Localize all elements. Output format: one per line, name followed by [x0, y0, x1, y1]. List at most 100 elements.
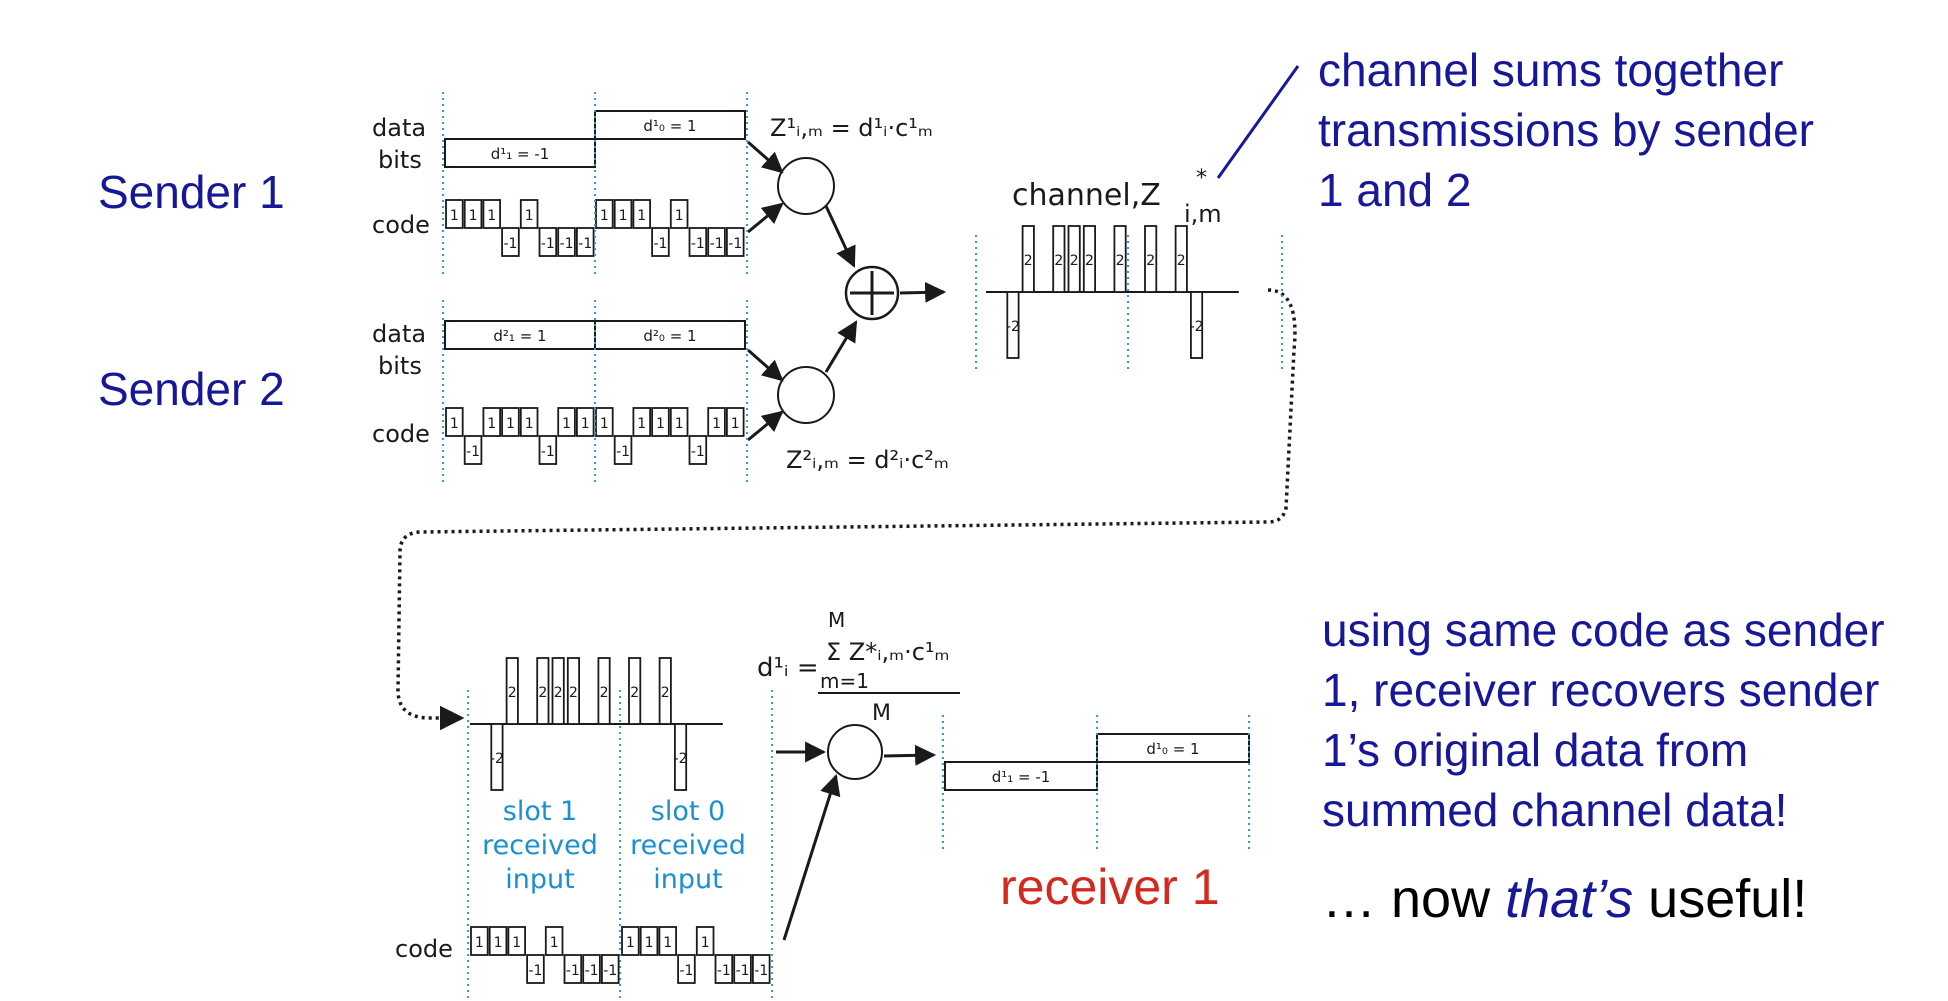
sender1-code-slot0-chip-label: 1 — [637, 208, 646, 224]
sender2-code-slot0-chip — [726, 407, 745, 437]
useful-pre: … now — [1322, 869, 1506, 929]
receiver-note-line: summed channel data! — [1322, 784, 1788, 836]
sender2-code-slot0-chip-label: 1 — [675, 416, 684, 432]
sum-lower: m=1 — [820, 669, 869, 693]
receiver-input-bar — [536, 657, 550, 725]
receiver-formula-num: Σ Z*ᵢ,ₘ·c¹ₘ — [826, 638, 950, 666]
sender2-code-slot0-chip — [632, 407, 652, 437]
sender1-code-slot1-chip — [538, 227, 558, 257]
sender2-code-slot1-chip-label: 1 — [525, 416, 534, 432]
receiver-out-bit0 — [1096, 733, 1250, 763]
arrow-code-2 — [747, 410, 784, 442]
data-label: data — [372, 320, 426, 348]
sender1-code-slot0-chip-label: -1 — [691, 236, 705, 252]
useful-post: useful! — [1633, 869, 1808, 929]
sender1-code-slot1-chip — [557, 227, 576, 257]
sender-1-product: Z¹ᵢ,ₘ = d¹ᵢ·c¹ₘ — [770, 114, 933, 142]
receiver-code-slot1-chip — [488, 926, 508, 956]
sender1-bit1-label: d¹₁ = -1 — [491, 145, 550, 163]
sender2-code-slot0-chip-label: 1 — [637, 416, 646, 432]
sender1-bit0 — [594, 110, 746, 140]
receiver-code-slot0-chip — [695, 926, 715, 956]
receiver-note-line: using same code as sender — [1322, 604, 1885, 656]
sender-1-label: Sender 1 — [98, 166, 285, 218]
sender2-code-slot1-chip-label: -1 — [466, 444, 480, 460]
receiver-label: receiver 1 — [1000, 859, 1220, 915]
sender2-code-slot1-chip-label: -1 — [541, 444, 555, 460]
receiver-input-bar — [505, 657, 519, 725]
arrow-to-channel — [899, 281, 947, 303]
receiver-code-slot0-chip — [752, 954, 771, 984]
receiver-code-slot1-chip-label: 1 — [512, 935, 521, 951]
channel-bar — [1190, 291, 1204, 359]
receiver-code-slot0-chip-label: -1 — [754, 963, 768, 979]
channel-sup: * — [1196, 166, 1207, 191]
multiplier-2 — [777, 366, 835, 424]
channel-pointer-line — [1216, 65, 1300, 179]
channel-bar-label: 2 — [1177, 253, 1186, 269]
receiver-code-slot1-chip — [563, 954, 583, 984]
receiver-code-slot0-chip-label: 1 — [645, 935, 654, 951]
channel-sub: i,m — [1184, 200, 1222, 228]
channel-bar-label: 2 — [1054, 253, 1063, 269]
receiver-out-bit0-label: d¹₀ = 1 — [1146, 740, 1199, 758]
sender-2-product: Z²ᵢ,ₘ = d²ᵢ·c²ₘ — [786, 446, 949, 474]
receiver-input-bar-label: -2 — [490, 751, 504, 767]
fraction-denominator: M — [872, 701, 891, 726]
sender2-code-slot1-chip — [576, 407, 595, 437]
receiver-code-slot0-chip-label: -1 — [717, 963, 731, 979]
receiver-code-slot0-chip-label: 1 — [626, 935, 635, 951]
receiver-code-slot0-chip — [733, 954, 752, 984]
channel-bar-label: 2 — [1024, 253, 1033, 269]
sender2-code-slot1-chip-label: 1 — [581, 416, 590, 432]
sender1-code-slot0-chip-label: -1 — [653, 236, 667, 252]
sender1-code-slot1-chip — [501, 227, 520, 257]
sender2-code-slot1-chip-label: 1 — [487, 416, 496, 432]
receiver-input-bar — [551, 657, 565, 725]
channel-note: channel sums together transmissions by s… — [1318, 40, 1814, 220]
code-label: code — [372, 211, 430, 239]
receiver-input-bar-label: 2 — [600, 685, 609, 701]
sender1-bit0-label: d¹₀ = 1 — [643, 117, 696, 135]
sender2-code-slot1-chip-label: 1 — [506, 416, 515, 432]
receiver-input-bar — [566, 657, 580, 725]
channel-bar — [1082, 225, 1097, 293]
useful-emphasis: that’s — [1505, 869, 1634, 929]
sender2-code-slot0-chip — [613, 435, 633, 465]
channel-bar — [1113, 225, 1127, 293]
sender1-code-slot0-chip — [651, 227, 670, 257]
channel-label: channel,Z — [1012, 178, 1161, 213]
arrow-data-2 — [747, 348, 784, 382]
receiver-code-slot1-chip — [601, 954, 620, 984]
receiver-input-bar-label: 2 — [554, 685, 563, 701]
receiver-input-bar-label: 2 — [661, 685, 670, 701]
slot-1-line: slot 1 — [502, 796, 578, 827]
sender1-code-slot1-chip-label: 1 — [487, 208, 496, 224]
receiver-input-bar-label: 2 — [630, 685, 639, 701]
receiver-note: using same code as sender 1, receiver re… — [1322, 600, 1885, 840]
sender2-bit0-label: d²₀ = 1 — [643, 327, 696, 345]
receiver-code-slot1-chip-label: -1 — [585, 963, 599, 979]
slot-0-label: slot 0 received input — [618, 795, 758, 897]
receiver-code-slot1-chip-label: 1 — [475, 935, 484, 951]
channel-note-line: channel sums together — [1318, 44, 1784, 96]
sender2-bit1-label: d²₁ = 1 — [493, 327, 546, 345]
sender1-bit1 — [444, 138, 596, 168]
sender1-code-slot0-chip — [688, 227, 708, 257]
receiver-input-bar-label: -2 — [674, 751, 688, 767]
receiver-input-bar — [628, 657, 642, 725]
channel-bar-label: 2 — [1070, 253, 1079, 269]
sender1-code-slot0-chip — [632, 199, 652, 229]
arrow-to-sum-2 — [824, 320, 858, 373]
channel-note-line: transmissions by sender — [1318, 104, 1814, 156]
sender1-code-slot1-chip — [445, 199, 464, 229]
receiver-code-slot1-chip — [507, 926, 526, 956]
sender1-code-slot0-chip-label: -1 — [728, 236, 742, 252]
receiver-code-slot1-chip-label: -1 — [603, 963, 617, 979]
sender-2-label: Sender 2 — [98, 363, 285, 415]
sender1-code-slot0-chip — [613, 199, 633, 229]
sender1-code-slot1-chip — [463, 199, 483, 229]
sender2-bit1 — [444, 320, 596, 350]
sender2-code-slot0-chip-label: -1 — [616, 444, 630, 460]
